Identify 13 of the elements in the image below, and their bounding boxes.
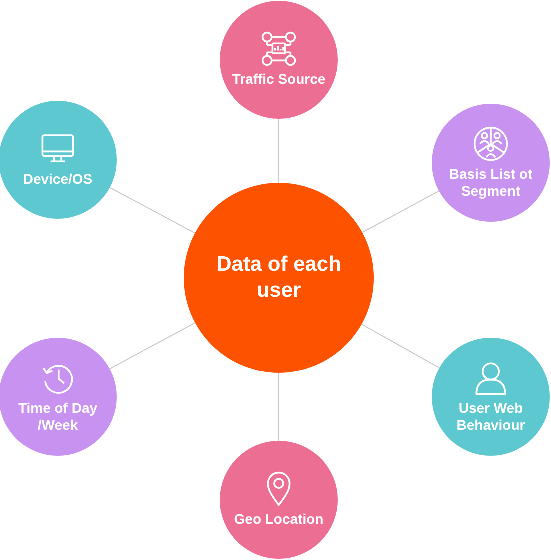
topic-label: Data of each user xyxy=(216,252,342,304)
connector-line xyxy=(278,118,280,184)
topic-label: Device/OS xyxy=(23,171,93,189)
connector-line xyxy=(109,322,196,370)
connector-line xyxy=(361,324,440,369)
connector-line xyxy=(362,190,440,234)
topic-label: Traffic Source xyxy=(232,71,326,89)
topic-label: User Web Behaviour xyxy=(456,400,526,434)
connector-line xyxy=(278,372,280,442)
topic-label: Basis List ot Segment xyxy=(448,166,534,200)
topic-label: Time of Day /Week xyxy=(17,400,99,434)
connector-line xyxy=(110,187,196,234)
topic-label: Geo Location xyxy=(234,511,324,529)
